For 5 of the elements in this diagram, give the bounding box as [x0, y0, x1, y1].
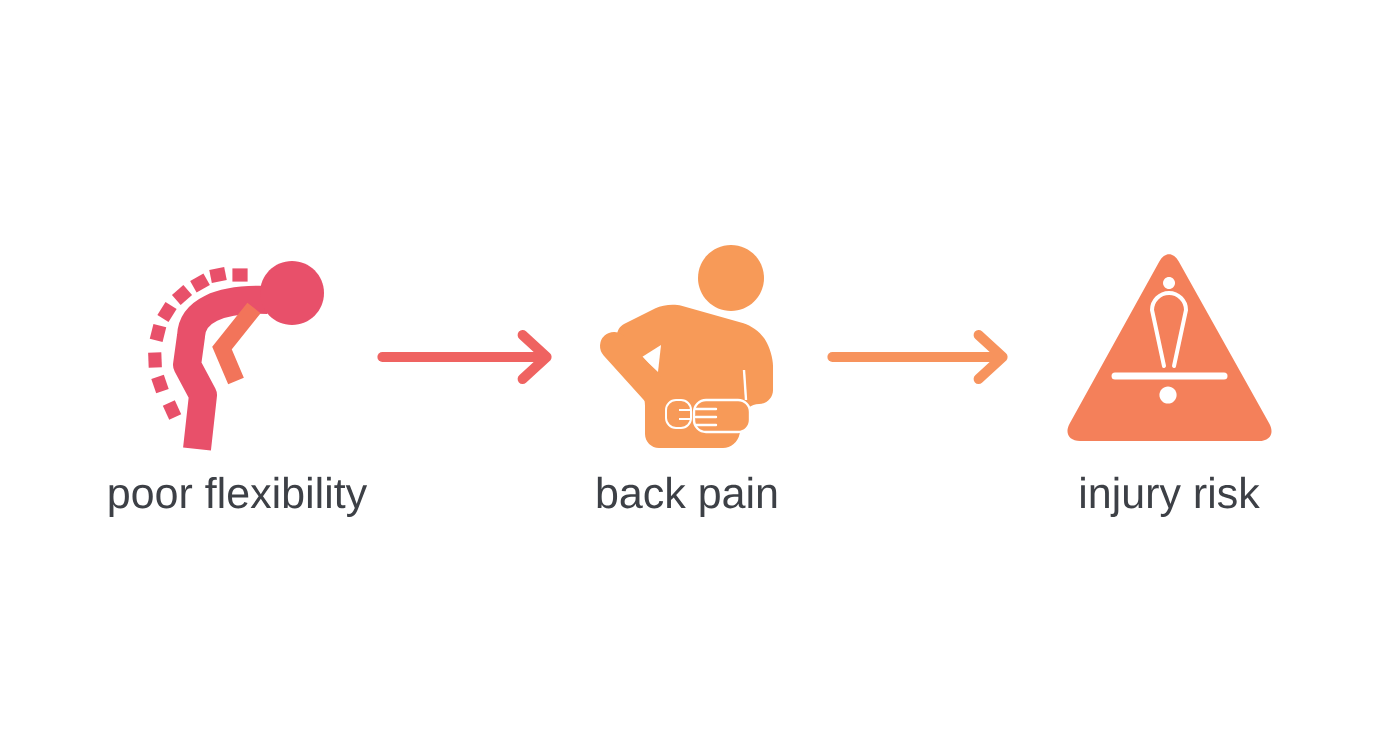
- arrow: [827, 330, 1008, 384]
- node-label: poor flexibility: [109, 476, 368, 517]
- node-label: back pain: [597, 476, 777, 517]
- arrow: [377, 330, 552, 384]
- node-label: injury risk: [1081, 476, 1260, 517]
